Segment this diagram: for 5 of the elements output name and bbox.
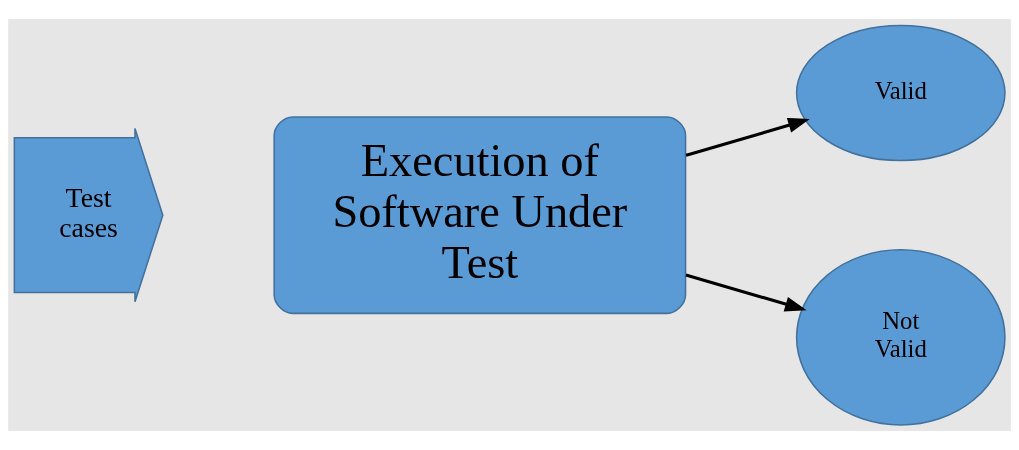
arrow — [685, 273, 807, 312]
node-ellipse: Valid — [795, 24, 1006, 162]
node-box: Execution of Software Under Test — [273, 116, 687, 315]
node-ellipse: Not Valid — [795, 248, 1006, 426]
arrow — [685, 117, 810, 157]
